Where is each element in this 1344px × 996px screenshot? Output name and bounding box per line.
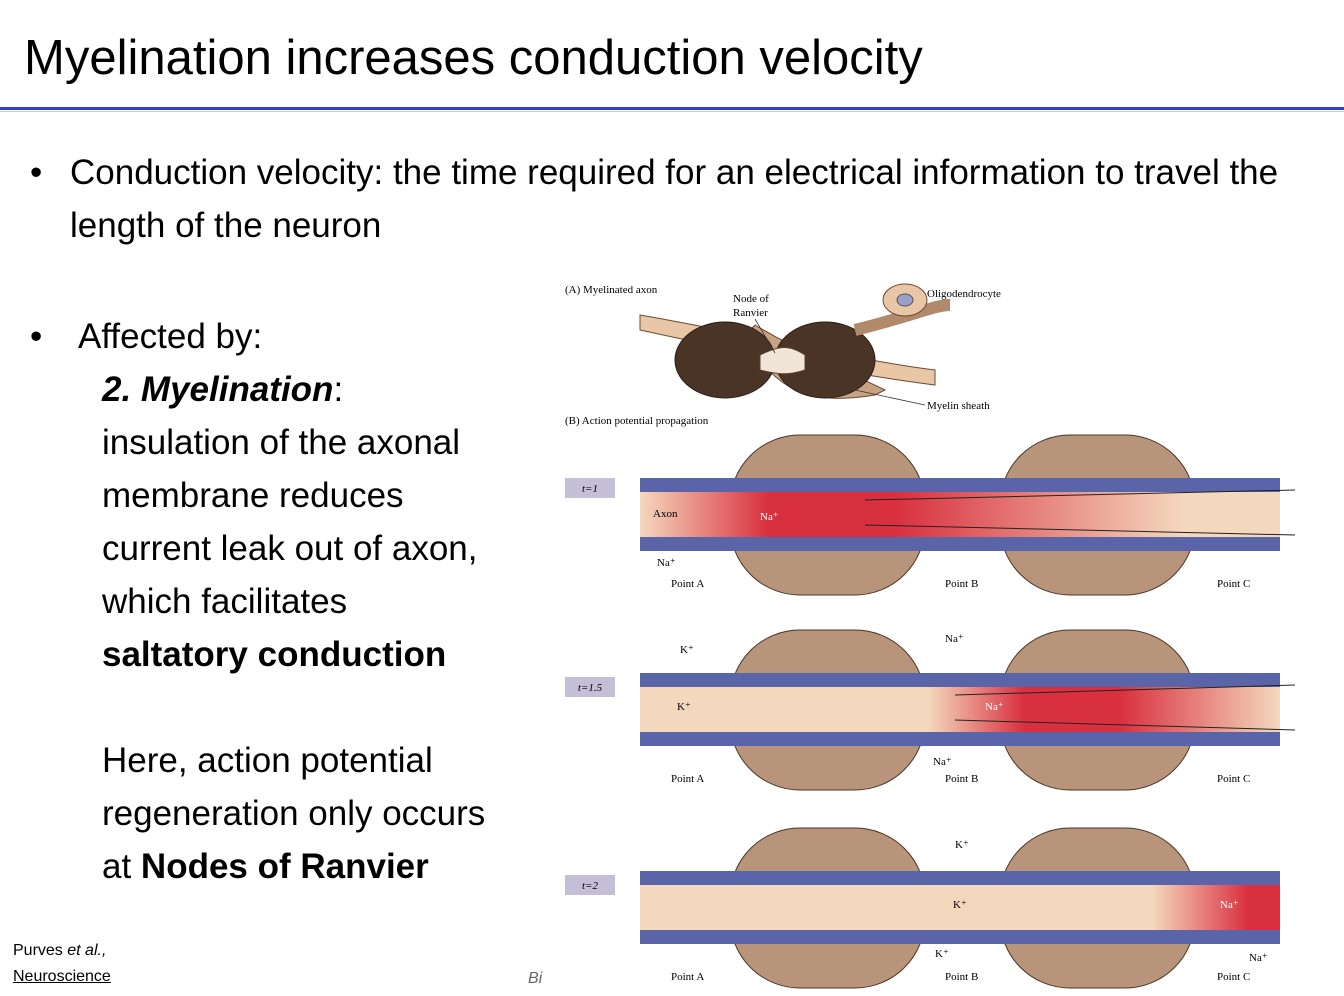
ion-label-k: K⁺: [680, 644, 694, 656]
point-label: Point B: [945, 578, 978, 590]
point-label: Point B: [945, 971, 978, 983]
ion-label-na: Na⁺: [933, 756, 952, 768]
myelinated-axon-figure: (A) Myelinated axon Node of Ranvier Olig…: [565, 283, 1296, 989]
propagation-row-t1: t=1 Axon Na⁺ Na⁺ Point A Point B Point C: [565, 434, 1296, 596]
point-label: Point B: [945, 773, 978, 785]
panel-b-label: (B) Action potential propagation: [565, 415, 709, 427]
text-line: regeneration only occurs: [102, 794, 486, 833]
text-line: which facilitates: [102, 582, 348, 621]
panel-a-label: (A) Myelinated axon: [565, 284, 658, 296]
time-badge: [565, 875, 615, 895]
ion-label-k: K⁺: [953, 899, 967, 911]
node-label-2: Ranvier: [733, 307, 768, 319]
time-label: t=1.5: [578, 682, 603, 694]
bullet-text: Conduction velocity: the time required f…: [70, 153, 1279, 245]
axon-membrane-top: [640, 871, 1280, 885]
footer-fragment: Bi: [528, 970, 543, 987]
oligodendrocyte-label: Oligodendrocyte: [927, 288, 1001, 300]
title-underline: [0, 107, 1344, 110]
ion-label-k: K⁺: [677, 701, 691, 713]
propagation-row-t2: t=2 K⁺ K⁺ K⁺ Na⁺ Na⁺ Point A Point B Poi…: [565, 827, 1280, 989]
point-label: Point C: [1217, 773, 1250, 785]
myelin-sheath-label: Myelin sheath: [927, 400, 990, 412]
axon-membrane-bottom: [640, 930, 1280, 944]
title-underline-shadow: [0, 111, 1344, 112]
propagation-row-t1-5: t=1.5 K⁺ K⁺ Na⁺ Na⁺ Na⁺ Point A Point B …: [565, 629, 1296, 791]
citation: Purves et al., Neuroscience: [13, 938, 111, 990]
point-label: Point C: [1217, 578, 1250, 590]
point-label: Point A: [671, 773, 704, 785]
text-line: insulation of the axonal: [102, 423, 461, 462]
point-label: Point C: [1217, 971, 1250, 983]
time-label: t=1: [582, 483, 598, 495]
saltatory-conduction-term: saltatory conduction: [102, 635, 447, 674]
ion-label-k: K⁺: [935, 948, 949, 960]
ion-label-na: Na⁺: [945, 633, 964, 645]
axon-label: Axon: [653, 508, 678, 520]
ion-label-k: K⁺: [955, 839, 969, 851]
slide-title: Myelination increases conduction velocit…: [24, 31, 923, 85]
bullet-dot: •: [30, 153, 43, 192]
point-label: Point A: [671, 971, 704, 983]
ion-label-na: Na⁺: [657, 557, 676, 569]
axon-cytoplasm: [640, 885, 1280, 930]
axon-membrane-top: [640, 478, 1280, 492]
citation-book: Neuroscience: [13, 968, 111, 985]
nodes-of-ranvier-line: at Nodes of Ranvier: [102, 847, 429, 886]
bullet-dot: •: [30, 317, 43, 356]
ion-label-na: Na⁺: [985, 701, 1004, 713]
axon-membrane-top: [640, 673, 1280, 687]
axon-cytoplasm: [640, 492, 1280, 537]
text-line: Here, action potential: [102, 741, 433, 780]
time-label: t=2: [582, 880, 598, 892]
point-label: Point A: [671, 578, 704, 590]
node-label-1: Node of: [733, 293, 769, 305]
ion-label-na: Na⁺: [760, 511, 779, 523]
text-line: current leak out of axon,: [102, 529, 478, 568]
bullet-lead: Affected by:: [78, 317, 263, 356]
axon-cytoplasm: [640, 687, 1280, 732]
myelination-heading: 2. Myelination:: [102, 370, 344, 409]
ion-label-na: Na⁺: [1249, 952, 1268, 964]
time-badge: [565, 677, 615, 697]
text-line: membrane reduces: [102, 476, 404, 515]
panel-a: (A) Myelinated axon Node of Ranvier Olig…: [565, 283, 1001, 427]
node-of-ranvier: [759, 347, 806, 375]
axon-membrane-bottom: [640, 732, 1280, 746]
time-badge: [565, 478, 615, 498]
ion-label-na: Na⁺: [1220, 899, 1239, 911]
axon-membrane-bottom: [640, 537, 1280, 551]
